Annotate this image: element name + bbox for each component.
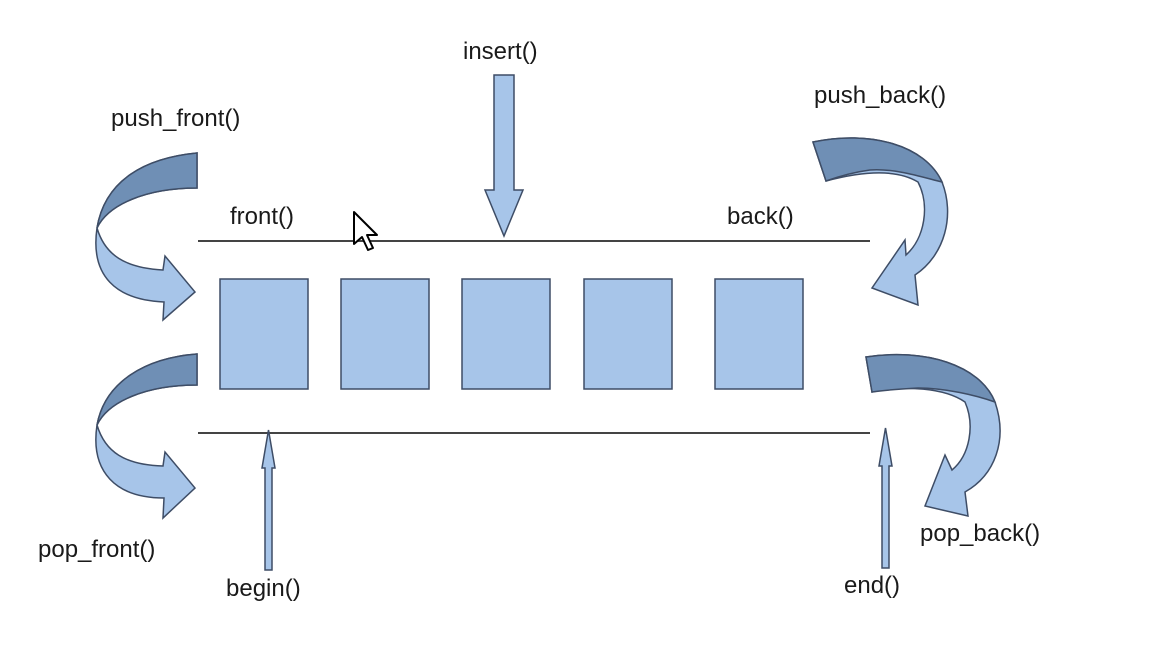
end-label: end() [844,572,901,599]
insert-label: insert() [463,38,538,65]
back-label: back() [727,203,794,230]
deque-element-box [714,278,804,390]
front-label: front() [230,203,295,230]
push-front-arrow [95,152,198,322]
deque-element-box [340,278,430,390]
begin-arrow [261,429,276,571]
deque-element-box [583,278,673,390]
deque-element-box [461,278,551,390]
pop-front-label: pop_front() [38,536,156,563]
pop-back-arrow [865,353,1001,517]
deque-element-box [219,278,309,390]
begin-label: begin() [226,575,301,602]
push-front-label: push_front() [111,105,241,132]
pop-back-label: pop_back() [920,520,1041,547]
push-back-arrow [812,137,949,307]
pop-front-arrow [95,353,198,520]
end-arrow [878,427,893,569]
mouse-pointer-icon [353,211,378,251]
deque-elements [219,278,804,390]
push-back-label: push_back() [814,82,947,109]
insert-arrow [483,74,525,238]
